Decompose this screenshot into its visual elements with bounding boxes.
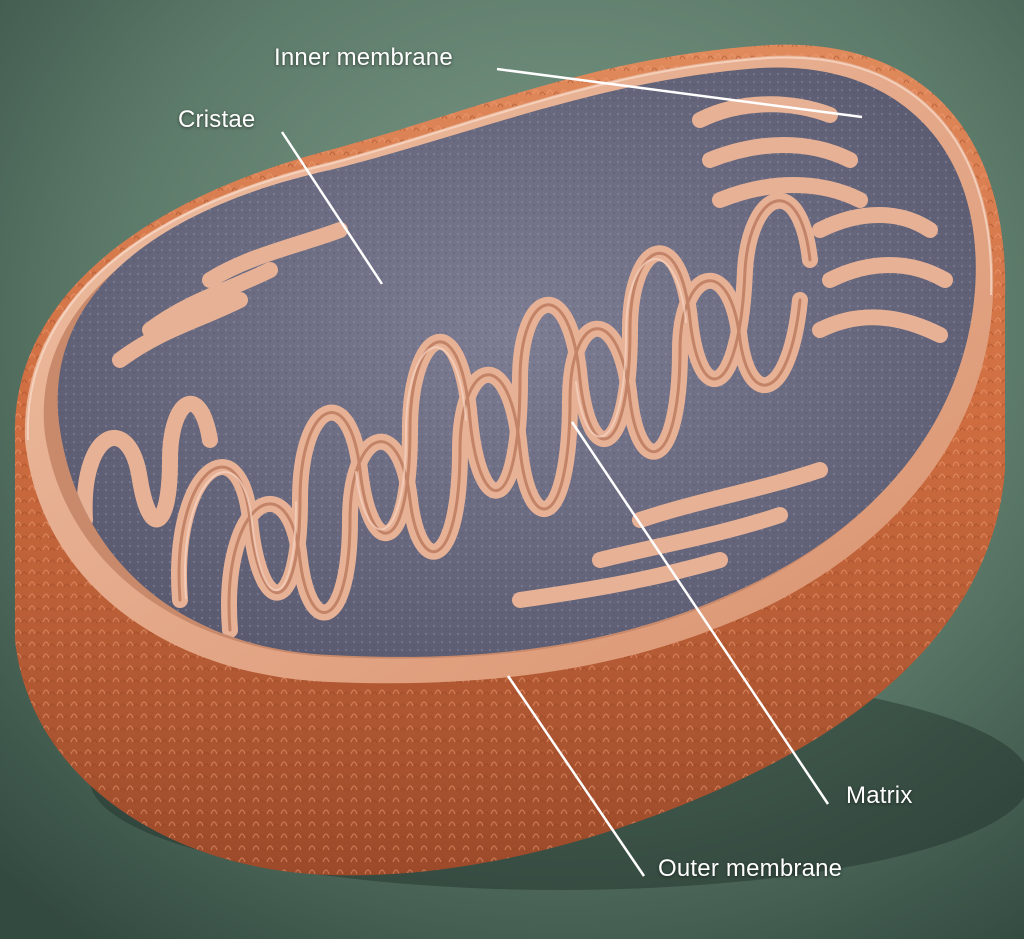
leader-line-inner-membrane (496, 67, 863, 119)
label-cristae: Cristae (178, 106, 256, 133)
leader-line-outer-membrane (506, 675, 646, 877)
leader-line-cristae (280, 131, 384, 285)
label-outer-membrane: Outer membrane (658, 855, 843, 882)
label-inner-membrane: Inner membrane (274, 44, 453, 71)
label-matrix: Matrix (846, 782, 913, 809)
leader-line-matrix (570, 421, 830, 805)
leader-lines (280, 67, 863, 877)
